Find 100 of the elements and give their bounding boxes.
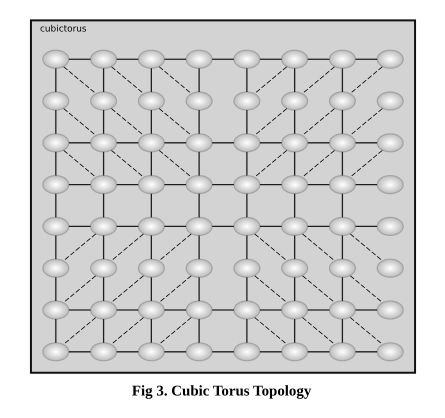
connector bbox=[198, 152, 200, 176]
connector bbox=[62, 66, 96, 94]
connector bbox=[302, 108, 334, 136]
connector bbox=[302, 66, 334, 94]
node-ellipse bbox=[376, 91, 404, 111]
connector bbox=[254, 150, 287, 178]
connector bbox=[150, 319, 152, 343]
node-ellipse bbox=[328, 216, 356, 236]
connector bbox=[150, 277, 152, 301]
node-ellipse bbox=[90, 91, 117, 111]
connector bbox=[164, 184, 186, 186]
connector bbox=[158, 66, 192, 94]
connector bbox=[212, 226, 234, 228]
connector bbox=[110, 317, 144, 345]
connector bbox=[294, 152, 295, 176]
node-ellipse bbox=[137, 91, 164, 111]
connector bbox=[354, 226, 377, 228]
node-ellipse bbox=[232, 216, 260, 236]
connector bbox=[62, 108, 96, 136]
connector bbox=[68, 309, 90, 311]
connector bbox=[198, 235, 200, 260]
connector bbox=[68, 226, 90, 228]
connector bbox=[150, 235, 152, 260]
connector bbox=[349, 275, 382, 303]
connector bbox=[68, 351, 90, 352]
connector bbox=[302, 275, 335, 303]
node-ellipse bbox=[328, 300, 356, 320]
connector bbox=[110, 275, 144, 303]
connector bbox=[246, 110, 248, 134]
node-ellipse bbox=[137, 50, 164, 69]
connector bbox=[62, 317, 96, 345]
connector bbox=[116, 309, 138, 311]
connector bbox=[259, 226, 282, 228]
connector bbox=[150, 110, 152, 134]
node-ellipse bbox=[232, 300, 260, 320]
node-ellipse bbox=[185, 133, 212, 152]
node-ellipse bbox=[90, 216, 117, 236]
connector bbox=[116, 226, 138, 228]
connector bbox=[354, 58, 377, 60]
connector bbox=[354, 184, 377, 186]
node-ellipse bbox=[185, 258, 212, 278]
connector bbox=[294, 194, 295, 218]
connector bbox=[246, 235, 248, 260]
connector bbox=[164, 226, 186, 228]
connector bbox=[164, 351, 186, 352]
node-ellipse bbox=[185, 91, 212, 111]
connector bbox=[102, 110, 104, 134]
connector bbox=[349, 317, 382, 345]
node-ellipse bbox=[232, 91, 260, 111]
node-ellipse bbox=[185, 342, 212, 362]
connector bbox=[307, 309, 329, 311]
connector bbox=[158, 108, 192, 136]
connector bbox=[294, 68, 295, 92]
connector bbox=[307, 184, 329, 186]
connector bbox=[349, 150, 382, 178]
connector bbox=[246, 319, 248, 343]
node-ellipse bbox=[42, 175, 69, 194]
node-ellipse bbox=[376, 216, 404, 236]
connector bbox=[158, 150, 192, 178]
connector bbox=[54, 319, 56, 343]
node-ellipse bbox=[280, 342, 308, 362]
connector bbox=[54, 235, 56, 260]
connector bbox=[294, 110, 295, 134]
node-ellipse bbox=[232, 342, 260, 362]
node-ellipse bbox=[232, 133, 260, 152]
node-ellipse bbox=[42, 216, 69, 236]
node-ellipse bbox=[90, 342, 117, 362]
connector bbox=[164, 58, 186, 60]
connector bbox=[158, 234, 192, 262]
node-ellipse bbox=[90, 133, 117, 152]
node-ellipse bbox=[376, 50, 404, 69]
connector bbox=[54, 68, 56, 92]
connector bbox=[110, 108, 144, 136]
connector bbox=[102, 277, 104, 301]
connector bbox=[110, 66, 144, 94]
node-ellipse bbox=[376, 342, 404, 362]
connector bbox=[307, 226, 329, 228]
node-ellipse bbox=[90, 300, 117, 320]
node-ellipse bbox=[376, 258, 404, 278]
node-ellipse bbox=[376, 300, 404, 320]
node-ellipse bbox=[90, 258, 117, 278]
connector bbox=[349, 234, 382, 262]
node-ellipse bbox=[137, 342, 164, 362]
connector bbox=[212, 309, 234, 311]
node-ellipse bbox=[376, 175, 404, 194]
connector bbox=[68, 58, 90, 60]
connector bbox=[246, 277, 248, 301]
connector bbox=[254, 108, 287, 136]
connector bbox=[62, 275, 96, 303]
connector bbox=[54, 152, 56, 176]
node-ellipse bbox=[328, 133, 356, 152]
connector bbox=[116, 351, 138, 352]
connector bbox=[164, 309, 186, 311]
node-ellipse bbox=[42, 258, 69, 278]
connector bbox=[349, 108, 382, 136]
connector bbox=[54, 110, 56, 134]
node-ellipse bbox=[137, 300, 164, 320]
connector bbox=[68, 142, 90, 144]
connector bbox=[212, 58, 234, 60]
connector bbox=[212, 142, 234, 144]
